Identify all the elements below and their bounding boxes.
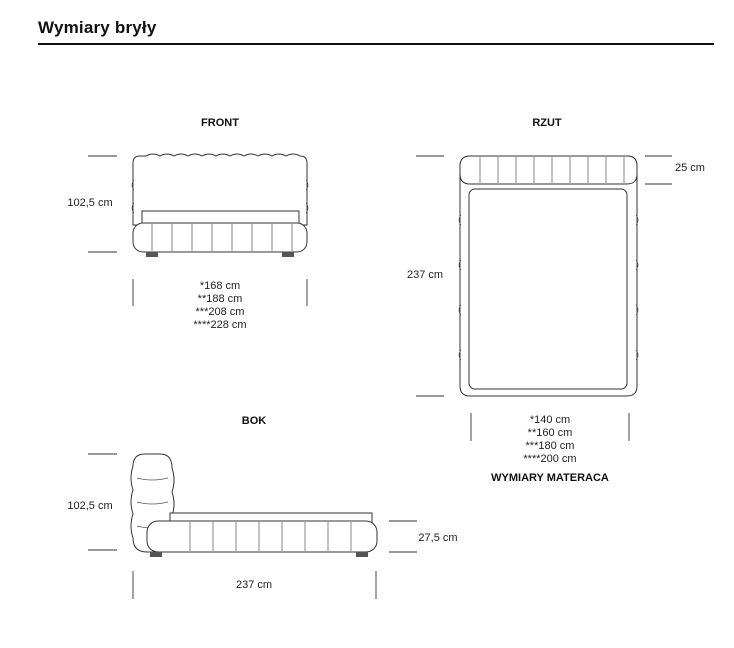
title-divider	[38, 43, 714, 45]
rzut-length-label: 237 cm	[407, 269, 443, 281]
front-view: FRONT 102,5 cm *168 cm **188 cm ***208 c…	[67, 117, 309, 331]
front-width-1: *168 cm	[200, 280, 240, 292]
rzut-mattress-caption: WYMIARY MATERACA	[491, 472, 609, 484]
bok-height-label: 102,5 cm	[67, 500, 112, 512]
front-foot-left	[146, 252, 158, 257]
front-width-4: ****228 cm	[193, 319, 246, 331]
bok-base-height-label: 27,5 cm	[418, 532, 457, 544]
bok-foot-left	[150, 552, 162, 557]
bok-foot-right	[356, 552, 368, 557]
front-height-label: 102,5 cm	[67, 197, 112, 209]
bok-base	[146, 520, 378, 553]
rzut-mattress	[468, 188, 628, 390]
rzut-mattress-width-4: ****200 cm	[523, 453, 576, 465]
rzut-mattress-width-3: ***180 cm	[526, 440, 575, 452]
bok-view: BOK 102,5 cm 27,5 cm 237 cm	[67, 415, 458, 599]
rzut-title: RZUT	[532, 117, 562, 129]
front-headboard	[132, 153, 308, 226]
page-title: Wymiary bryły	[38, 18, 157, 37]
front-width-2: **188 cm	[198, 293, 243, 305]
rzut-headboard	[459, 155, 638, 185]
rzut-view: RZUT 25 cm 237 cm *140 cm **160 cm ***18…	[407, 117, 705, 484]
bok-length-label: 237 cm	[236, 579, 272, 591]
front-title: FRONT	[201, 117, 239, 129]
front-foot-right	[282, 252, 294, 257]
bok-title: BOK	[242, 415, 267, 427]
front-width-3: ***208 cm	[196, 306, 245, 318]
rzut-mattress-width-2: **160 cm	[528, 427, 573, 439]
rzut-mattress-width-1: *140 cm	[530, 414, 570, 426]
rzut-headboard-depth-label: 25 cm	[675, 162, 705, 174]
front-base	[132, 222, 308, 253]
